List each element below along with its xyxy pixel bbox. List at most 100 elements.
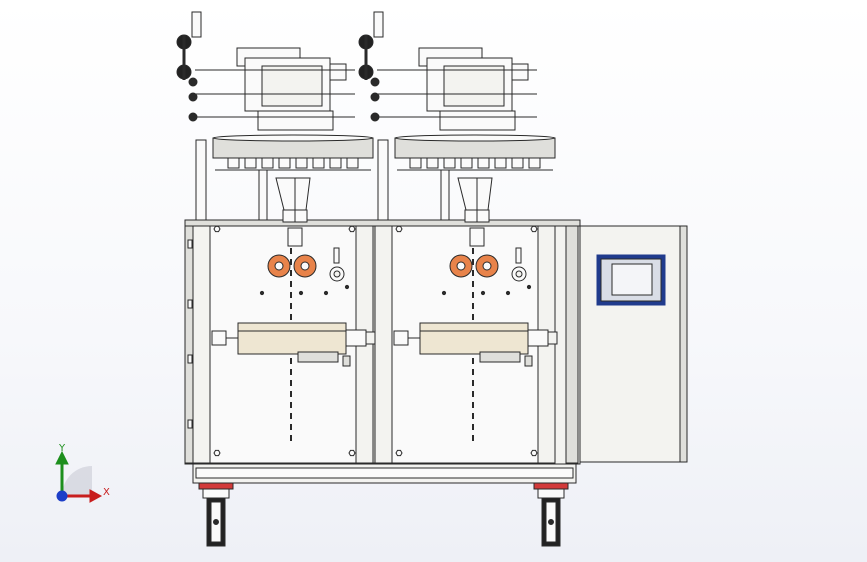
caster-left-axle [213,519,219,525]
sealer-right-block [345,329,367,347]
caster-left [198,482,234,547]
tension-handle [191,11,202,38]
forming-funnel [457,177,493,211]
door-bolt-1 [530,225,538,233]
door-bolt-2 [213,449,221,457]
roller-bearing-2 [188,112,198,122]
pull-roller-right-hub [482,261,492,271]
stand-post-left [195,139,207,221]
roller-bearing-0 [370,77,380,87]
dosing-motor-face [443,65,505,107]
door-bolt-1 [348,225,356,233]
cabinet-top-edge [184,219,581,227]
packaging-module-2 [358,11,558,464]
fastener-1 [344,284,350,290]
fastener-0 [259,290,265,296]
caster-right [533,482,569,547]
filling-cup-2 [443,157,456,169]
fastener-5 [480,290,486,296]
motor-endcap [511,63,529,81]
axis-y-label: Y [59,443,66,454]
filling-cup-4 [295,157,308,169]
pull-roller-left-hub [274,261,284,271]
sealer-jaw [237,322,347,355]
axis-x-label: X [103,487,110,498]
sealer-bracket [479,351,521,363]
door-bolt-0 [213,225,221,233]
caster-left-bumper [198,482,234,490]
rotary-table-top [212,134,374,142]
axis-triad [55,450,103,503]
tension-lever-arm [515,247,522,264]
sealer-jaw [419,322,529,355]
fastener-1 [526,284,532,290]
sealer-right-clamp [547,331,558,345]
filling-cup-6 [329,157,342,169]
base-rail-inner [195,467,574,479]
fastener-5 [298,290,304,296]
hinge-2 [187,354,193,364]
stand-post-left [377,139,389,221]
roller-bearing-1 [370,92,380,102]
door-bolt-3 [348,449,356,457]
filling-cup-0 [409,157,422,169]
touch-screen [611,263,653,296]
filling-cup-2 [261,157,274,169]
axis-y-arrowhead-icon [55,450,69,465]
dosing-motor-face [261,65,323,107]
sealer-arm [342,355,351,367]
packaging-module-1 [176,11,376,464]
roller-bearing-2 [370,112,380,122]
tension-handle [373,11,384,38]
filling-cup-1 [426,157,439,169]
door-bolt-3 [530,449,538,457]
axis-z-origin-icon [56,490,68,502]
caster-right-bumper [533,482,569,490]
filling-cup-3 [460,157,473,169]
filling-cup-7 [346,157,359,169]
caster-left-fork-top [202,488,230,499]
sealer-arm [524,355,533,367]
caster-right-axle [548,519,554,525]
motor-base [439,110,516,131]
control-box [579,225,688,463]
roller-bearing-0 [188,77,198,87]
hinge-0 [187,239,193,249]
filling-cup-6 [511,157,524,169]
hinge-3 [187,419,193,429]
motor-endcap [329,63,347,81]
tension-lever-hole [333,270,341,278]
tension-lever-arm [333,247,340,264]
pull-roller-right-hub [300,261,310,271]
forming-funnel [275,177,311,211]
door-bolt-2 [395,449,403,457]
forming-tube-coupling [287,227,303,247]
sealer-right-clamp [365,331,376,345]
filling-cup-7 [528,157,541,169]
control-box-side [679,225,688,463]
stand-post-right [258,169,268,221]
sealer-right-block [527,329,549,347]
fastener-2 [505,290,511,296]
fastener-0 [441,290,447,296]
hinge-1 [187,299,193,309]
door-bolt-0 [395,225,403,233]
axis-plane-shading [62,466,92,496]
filling-cup-0 [227,157,240,169]
cabinet-right-edge [565,225,579,464]
pull-roller-left-hub [456,261,466,271]
filling-cup-5 [494,157,507,169]
sealer-left-clamp [393,330,409,346]
filling-cup-3 [278,157,291,169]
stand-post-right [440,169,450,221]
forming-tube-coupling [469,227,485,247]
motor-base [257,110,334,131]
fastener-2 [323,290,329,296]
sealer-left-clamp [211,330,227,346]
roller-bearing-1 [188,92,198,102]
rotary-table-top [394,134,556,142]
filling-cup-5 [312,157,325,169]
filling-cup-1 [244,157,257,169]
